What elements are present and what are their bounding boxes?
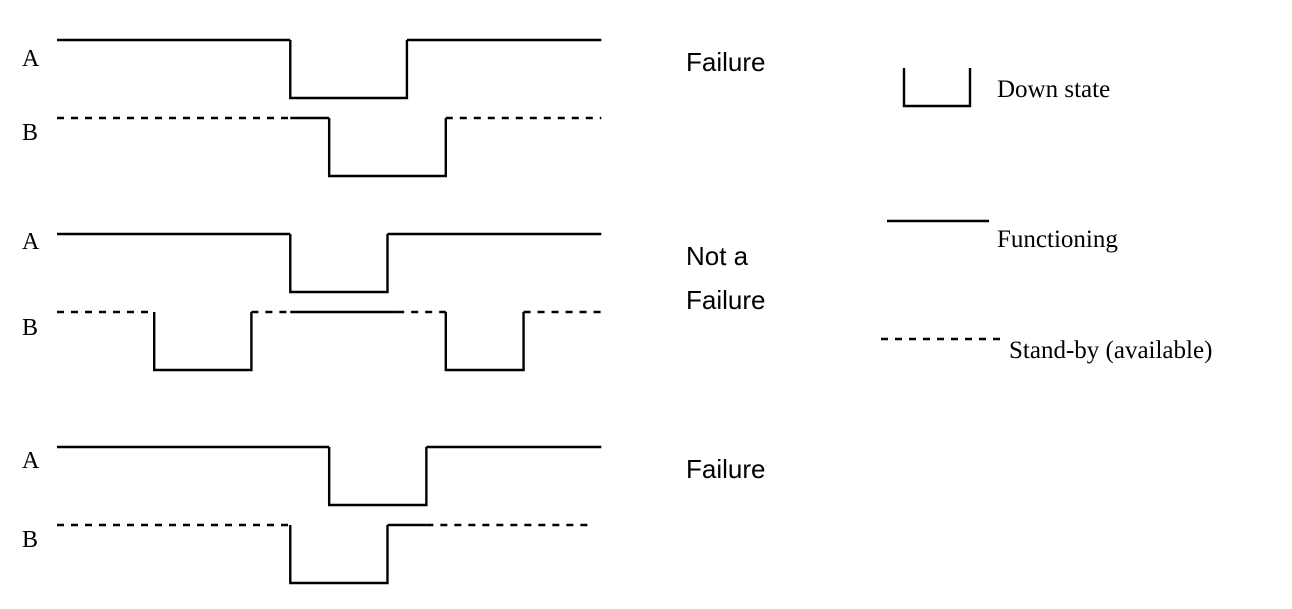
down-state-segment bbox=[289, 525, 389, 585]
down-state-segment bbox=[327, 118, 447, 178]
down-state-segment bbox=[153, 312, 253, 372]
system-a-timeline bbox=[57, 445, 602, 507]
system-a-timeline bbox=[57, 232, 602, 294]
system-a-label: A bbox=[22, 229, 40, 255]
system-a-label: A bbox=[22, 46, 40, 72]
scenario-3: A B Failure bbox=[22, 445, 765, 585]
system-b-label: B bbox=[22, 315, 38, 341]
down-state-segment bbox=[327, 447, 428, 507]
down-state-segment bbox=[289, 40, 409, 100]
functioning-legend-label: Functioning bbox=[997, 226, 1118, 253]
system-b-label: B bbox=[22, 527, 38, 553]
system-b-timeline bbox=[57, 523, 592, 585]
outcome-label-line-2: Failure bbox=[686, 285, 765, 315]
system-b-timeline bbox=[57, 116, 602, 178]
outcome-label: Failure bbox=[686, 47, 765, 77]
system-b-timeline bbox=[57, 310, 602, 372]
scenario-2: A B Not a Failure bbox=[22, 229, 765, 372]
legend: Down state Functioning Stand-by (availab… bbox=[881, 68, 1212, 364]
standby-legend-label: Stand-by (available) bbox=[1009, 337, 1212, 364]
system-a-timeline bbox=[57, 38, 602, 100]
outcome-label: Failure bbox=[686, 454, 765, 484]
system-a-label: A bbox=[22, 448, 40, 474]
scenario-1: A B Failure bbox=[22, 38, 765, 178]
down-state-legend-symbol bbox=[902, 68, 972, 108]
down-state-segment bbox=[444, 312, 525, 372]
down-state-legend-label: Down state bbox=[997, 76, 1110, 103]
down-state-segment bbox=[289, 234, 389, 294]
system-b-label: B bbox=[22, 120, 38, 146]
outcome-label-line-1: Not a bbox=[686, 241, 749, 271]
